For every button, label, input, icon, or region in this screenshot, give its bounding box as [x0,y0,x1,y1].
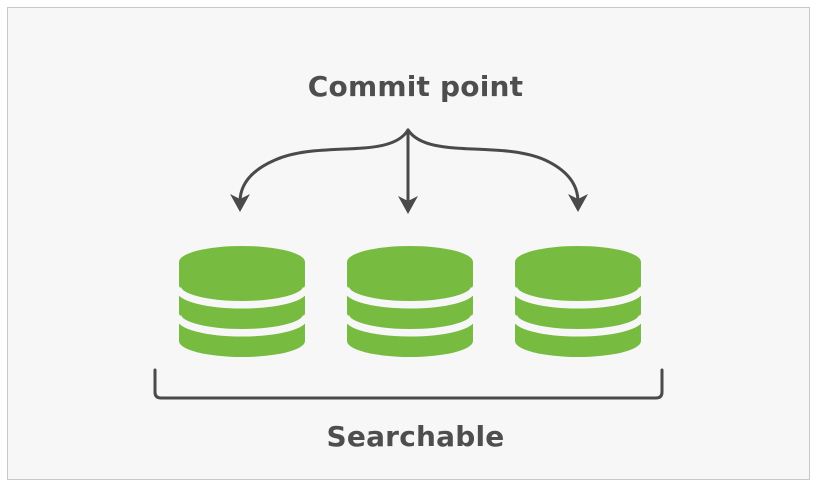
arrowheads [230,194,588,214]
segment-band [512,315,644,334]
segment-database-icon [344,246,476,357]
arrowhead-center [398,196,418,214]
searchable-label: Searchable [326,420,505,453]
segment-top [179,246,305,278]
segments-group [176,246,644,357]
segment-band [344,287,476,306]
searchable-bracket [153,368,664,400]
segment-database-icon [512,246,644,357]
segment-top [347,246,473,278]
segment-band [176,315,308,334]
segment-top [515,246,641,278]
arrowhead-left [230,194,250,212]
commit-arrows [238,128,580,207]
arrowhead-right [568,194,588,212]
segment-band [176,287,308,306]
arrow-right [406,128,580,204]
segment-database-icon [176,246,308,357]
diagram-frame [7,7,810,480]
segment-band [344,315,476,334]
segment-band [512,287,644,306]
commit-point-label: Commit point [307,70,524,103]
arrow-left [238,128,410,204]
